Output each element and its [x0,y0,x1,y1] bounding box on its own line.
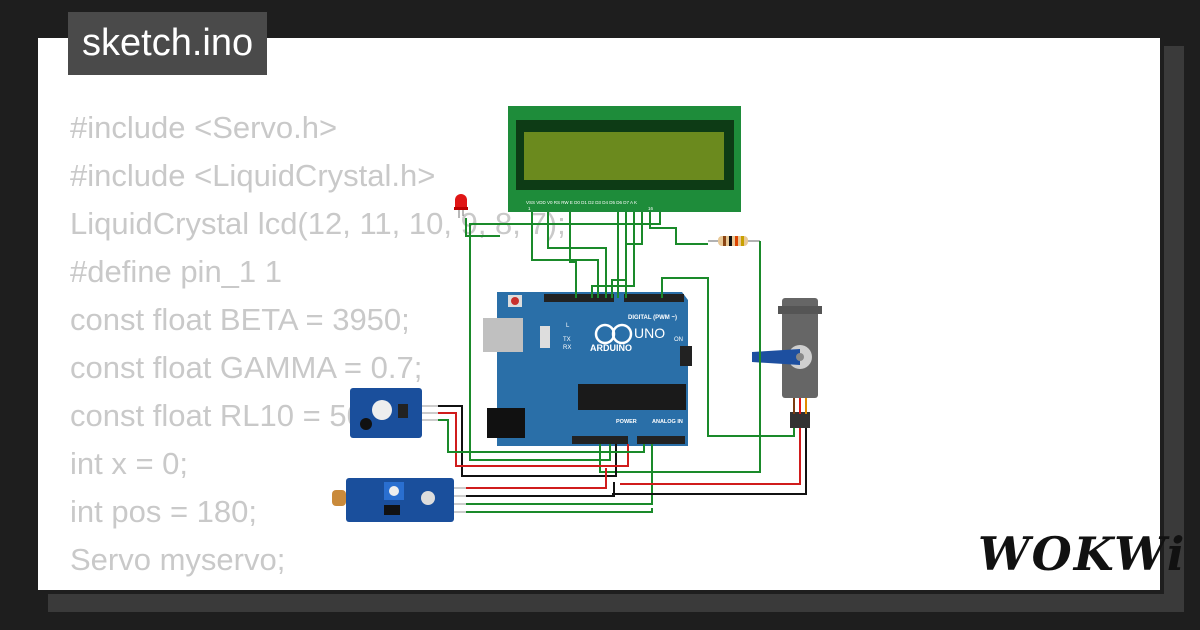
svg-text:TX: TX [563,337,571,343]
svg-text:1: 1 [528,206,531,211]
wires [438,212,807,513]
svg-text:ANALOG IN: ANALOG IN [652,419,683,425]
svg-text:L: L [566,323,570,329]
wokwi-logo: WOKWi [978,527,1187,581]
led [454,194,468,218]
code-line-4: #define pin_1 1 [70,254,283,289]
code-line-8: int x = 0; [70,446,189,481]
svg-text:DIGITAL (PWM ~): DIGITAL (PWM ~) [628,315,677,321]
code-preview: #include <Servo.h> #include <LiquidCrysta… [70,104,566,590]
svg-text:POWER: POWER [616,419,637,425]
code-line-10: Servo myservo; [70,542,286,577]
svg-text:VSS VDD V0 RS RW E D0 D1 D2 D3: VSS VDD V0 RS RW E D0 D1 D2 D3 D4 D5 D6 … [526,200,637,205]
servo-motor [752,298,822,428]
code-line-1: #include <Servo.h> [70,110,338,145]
ntc-sensor-module [350,388,438,438]
svg-text:UNO: UNO [634,325,665,341]
svg-text:RX: RX [563,345,571,351]
code-line-5: const float BETA = 3950; [70,302,410,337]
file-title: sketch.ino [68,12,268,75]
code-line-2: #include <LiquidCrystal.h> [70,158,436,193]
ldr-sensor-module [332,478,466,522]
svg-text:ON: ON [674,337,683,343]
lcd-display: VSS VDD V0 RS RW E D0 D1 D2 D3 D4 D5 D6 … [508,106,741,212]
svg-text:ARDUINO: ARDUINO [590,343,632,353]
resistor [708,236,760,246]
arduino-uno-board: ARDUINO UNO DIGITAL (PWM ~) POWER ANALOG… [483,292,692,446]
code-line-9: int pos = 180; [70,494,257,529]
code-line-6: const float GAMMA = 0.7; [70,350,423,385]
svg-text:16: 16 [648,206,654,211]
